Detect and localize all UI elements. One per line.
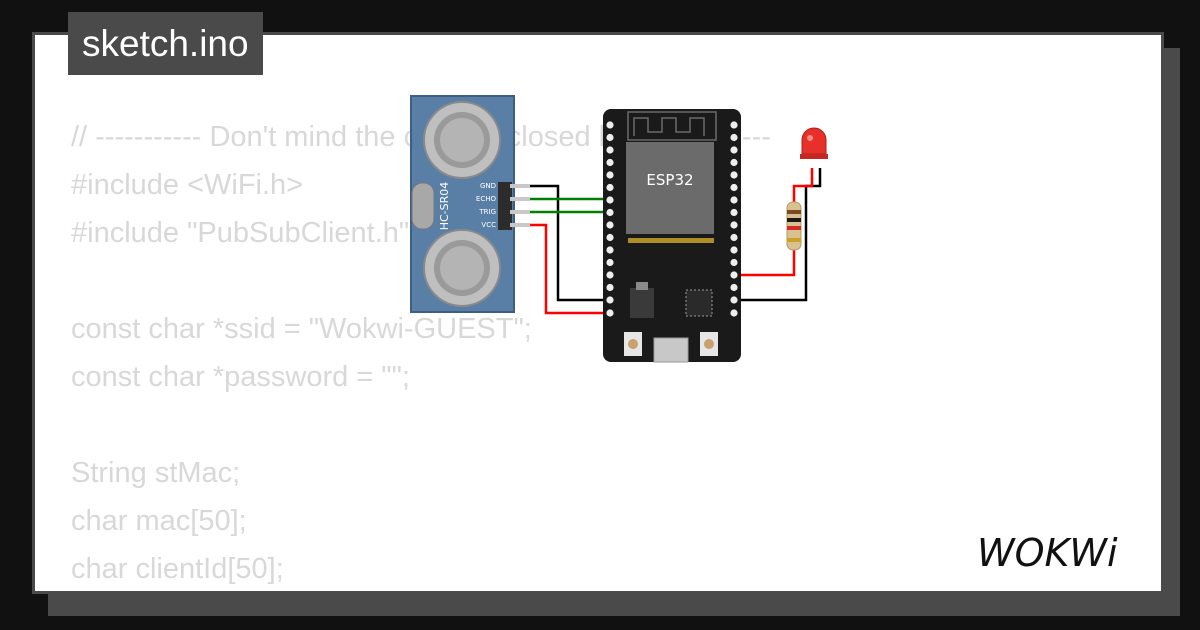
code-line: #include <WiFi.h> bbox=[71, 169, 304, 201]
code-line: char clientId[50]; bbox=[71, 553, 284, 585]
code-line: const char *ssid = "Wokwi-GUEST"; bbox=[71, 313, 532, 345]
board-pins-left bbox=[606, 121, 614, 317]
ultrasonic-sensor[interactable]: HC-SR04 GND ECHO TRIG VCC bbox=[410, 95, 530, 313]
sensor-label: HC-SR04 bbox=[438, 182, 451, 231]
pin-label-vcc: VCC bbox=[481, 221, 496, 229]
wire-led-cathode bbox=[736, 168, 822, 302]
esp32-board[interactable]: ESP32 bbox=[603, 109, 741, 363]
file-tab[interactable]: sketch.ino bbox=[68, 12, 263, 75]
board-label: ESP32 bbox=[646, 171, 693, 189]
wokwi-logo-text: WOKWi bbox=[977, 531, 1118, 575]
wires bbox=[530, 168, 822, 315]
led[interactable] bbox=[800, 127, 828, 159]
pin-label-trig: TRIG bbox=[478, 208, 496, 216]
code-line: #include "PubSubClient.h" bbox=[71, 217, 410, 249]
pin-label-gnd: GND bbox=[480, 182, 496, 190]
wokwi-logo: WOKWi bbox=[977, 531, 1118, 575]
board-pins-right bbox=[730, 121, 738, 317]
code-line: String stMac; bbox=[71, 457, 241, 489]
pin-label-echo: ECHO bbox=[476, 195, 497, 203]
wire-led-resistor bbox=[736, 250, 796, 277]
wire-led-anode bbox=[792, 168, 814, 202]
wire-gnd bbox=[530, 184, 610, 302]
code-line: char mac[50]; bbox=[71, 505, 247, 537]
resistor[interactable] bbox=[786, 201, 802, 251]
code-line: const char *password = ""; bbox=[71, 361, 410, 393]
wire-vcc bbox=[530, 223, 610, 315]
